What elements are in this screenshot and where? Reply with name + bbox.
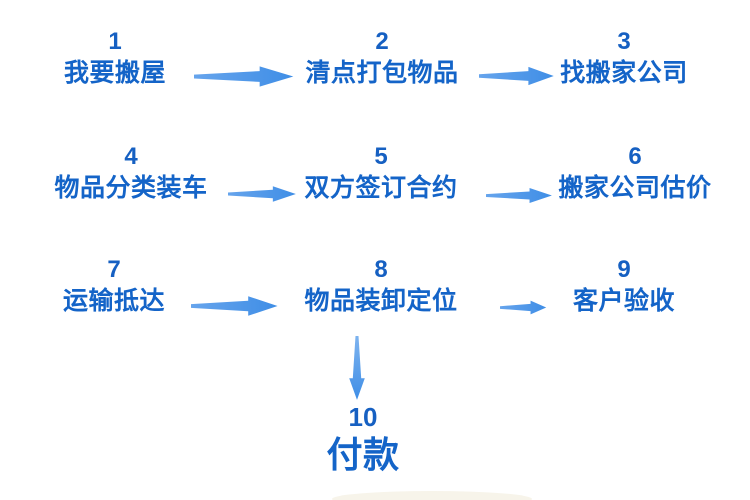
step-5: 5 双方签订合约 <box>304 142 457 205</box>
arrow-right-8-to-9-icon <box>500 297 547 318</box>
step-3-label: 找搬家公司 <box>560 59 688 87</box>
bottom-cropped-artifact <box>332 491 532 500</box>
step-7: 7 运输抵达 <box>63 255 165 318</box>
step-1: 1 我要搬屋 <box>64 27 166 90</box>
arrow-right-5-to-6-icon <box>486 184 553 207</box>
step-9-label: 客户验收 <box>572 287 676 315</box>
step-9-number: 9 <box>617 256 631 283</box>
step-3: 3 找搬家公司 <box>560 27 688 90</box>
step-6-number: 6 <box>628 143 642 170</box>
arrow-down-8-to-10-icon <box>345 336 369 401</box>
step-10-label: 付款 <box>326 434 400 475</box>
step-5-number: 5 <box>374 143 388 170</box>
step-7-number: 7 <box>107 256 121 283</box>
step-4: 4 物品分类装车 <box>54 142 207 205</box>
step-6-label: 搬家公司估价 <box>558 174 712 202</box>
arrow-right-4-to-5-icon <box>228 182 297 206</box>
arrow-right-2-to-3-icon <box>479 62 555 90</box>
step-8-number: 8 <box>374 256 388 283</box>
step-3-number: 3 <box>617 28 631 55</box>
step-1-number: 1 <box>108 28 122 55</box>
step-8: 8 物品装卸定位 <box>304 255 457 318</box>
step-10-number: 10 <box>348 402 378 432</box>
step-4-number: 4 <box>124 143 138 170</box>
step-7-label: 运输抵达 <box>62 287 166 315</box>
step-5-label: 双方签订合约 <box>304 174 458 202</box>
step-1-label: 我要搬屋 <box>63 59 167 87</box>
step-2-number: 2 <box>375 28 389 55</box>
step-2: 2 清点打包物品 <box>305 27 458 90</box>
step-9: 9 客户验收 <box>573 255 675 318</box>
arrow-right-1-to-2-icon <box>194 61 295 92</box>
step-10: 10 付款 <box>326 402 399 478</box>
step-8-label: 物品装卸定位 <box>304 287 458 315</box>
step-2-label: 清点打包物品 <box>305 59 459 87</box>
step-4-label: 物品分类装车 <box>54 174 208 202</box>
arrow-right-7-to-8-icon <box>191 291 279 321</box>
step-6: 6 搬家公司估价 <box>558 142 711 205</box>
